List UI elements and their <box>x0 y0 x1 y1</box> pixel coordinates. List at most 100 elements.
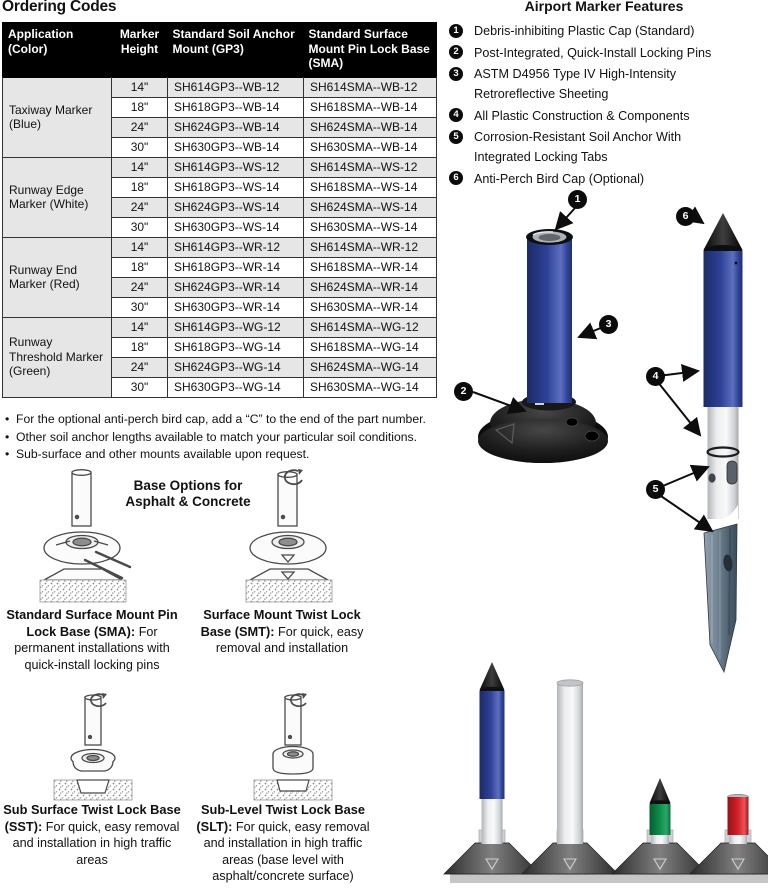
sma-code-cell: SH630SMA--WB-14 <box>303 136 437 158</box>
height-cell: 18" <box>111 336 168 358</box>
feature-number-badge: 4 <box>449 108 463 122</box>
smt-caption: Surface Mount Twist Lock Base (SMT): For… <box>190 607 374 657</box>
sma-code-cell: SH624SMA--WB-14 <box>303 116 437 138</box>
feature-text-line2: Retroreflective Sheeting <box>474 87 609 101</box>
gp3-code-cell: SH614GP3--WS-12 <box>167 156 304 178</box>
height-cell: 24" <box>111 196 168 218</box>
sma-code-cell: SH630SMA--WS-14 <box>303 216 437 238</box>
sma-code-cell: SH614SMA--WB-12 <box>303 76 437 98</box>
height-cell: 14" <box>111 316 168 338</box>
feature-text: Debris-inhibiting Plastic Cap (Standard) <box>474 24 695 38</box>
sma-code-cell: SH618SMA--WS-14 <box>303 176 437 198</box>
features-list: 1 Debris-inhibiting Plastic Cap (Standar… <box>449 21 764 190</box>
gp3-code-cell: SH614GP3--WB-12 <box>167 76 304 98</box>
height-cell: 14" <box>111 236 168 258</box>
table-row: Runway Threshold Marker (Green) 14" SH61… <box>2 316 437 398</box>
height-cell: 14" <box>111 156 168 178</box>
sma-code-cell: SH618SMA--WG-14 <box>303 336 437 358</box>
feature-text: Post-Integrated, Quick-Install Locking P… <box>474 45 712 60</box>
smt-caption-desc: For quick, easy removal and installation <box>215 624 364 656</box>
sma-code-cell: SH624SMA--WG-14 <box>303 356 437 378</box>
features-title: Airport Marker Features <box>524 0 684 14</box>
sma-caption-title: Standard Surface Mount Pin Lock Base (SM… <box>6 607 178 639</box>
callout-1-badge: 1 <box>569 191 586 208</box>
gp3-code-cell: SH624GP3--WS-14 <box>167 196 304 218</box>
slt-base-illustration <box>253 693 333 801</box>
feature-text-line2: Integrated Locking Tabs <box>474 150 608 164</box>
red-marker <box>689 793 768 875</box>
sma-code-cell: SH614SMA--WG-12 <box>303 316 437 338</box>
table-row: Runway End Marker (Red) 14" SH614GP3--WR… <box>2 236 437 318</box>
base-options-heading: Base Options for Asphalt & Concrete <box>104 478 272 509</box>
sma-code-cell: SH624SMA--WR-14 <box>303 276 437 298</box>
callout-5-badge: 5 <box>647 481 664 498</box>
marker-family-figure <box>443 662 768 883</box>
gp3-code-cell: SH614GP3--WR-12 <box>167 236 304 258</box>
col-header-sma: Standard Surface Mount Pin Lock Base (SM… <box>303 22 437 77</box>
feature-text: All Plastic Construction & Components <box>474 108 690 123</box>
col-header-application: Application (Color) <box>2 22 112 77</box>
white-marker <box>521 679 619 875</box>
col-header-gp3: Standard Soil Anchor Mount (GP3) <box>167 22 304 77</box>
feature-item: 4 All Plastic Construction & Components <box>449 106 764 126</box>
footnote: For the optional anti-perch bird cap, ad… <box>3 411 448 429</box>
table-row: Taxiway Marker (Blue) 14" SH614GP3--WB-1… <box>2 76 437 158</box>
base-options-heading-line1: Base Options for <box>133 478 243 493</box>
gp3-code-cell: SH630GP3--WG-14 <box>167 376 304 398</box>
table-header-row: Application (Color) Marker Height Standa… <box>2 22 437 77</box>
height-cell: 24" <box>111 356 168 378</box>
gp3-code-cell: SH618GP3--WR-14 <box>167 256 304 278</box>
gp3-code-cell: SH618GP3--WG-14 <box>167 336 304 358</box>
sma-caption: Standard Surface Mount Pin Lock Base (SM… <box>0 607 184 673</box>
height-cell: 18" <box>111 96 168 118</box>
feature-number-badge: 2 <box>449 45 463 59</box>
feature-text: Corrosion-Resistant Soil Anchor With <box>474 130 682 144</box>
footnotes: For the optional anti-perch bird cap, ad… <box>3 411 448 464</box>
height-cell: 24" <box>111 116 168 138</box>
gp3-code-cell: SH624GP3--WB-14 <box>167 116 304 138</box>
footnote: Sub-surface and other mounts available u… <box>3 446 448 464</box>
footnote: Other soil anchor lengths available to m… <box>3 429 448 447</box>
sma-caption-desc: For permanent installations with quick-i… <box>14 624 170 672</box>
sma-code-cell: SH614SMA--WR-12 <box>303 236 437 258</box>
callout-arrows <box>472 206 714 533</box>
height-cell: 18" <box>111 176 168 198</box>
sma-code-cell: SH618SMA--WR-14 <box>303 256 437 278</box>
slt-caption-title: Sub-Level Twist Lock Base (SLT): <box>196 802 366 834</box>
sma-code-cell: SH614SMA--WS-12 <box>303 156 437 178</box>
feature-number-badge: 1 <box>449 23 463 38</box>
gp3-code-cell: SH624GP3--WG-14 <box>167 356 304 378</box>
feature-text: ASTM D4956 Type IV High-Intensity <box>474 67 677 81</box>
gp3-code-cell: SH630GP3--WB-14 <box>167 136 304 158</box>
feature-text: Anti-Perch Bird Cap (Optional) <box>474 171 645 186</box>
height-cell: 30" <box>111 136 168 158</box>
sma-base-illustration <box>39 469 132 603</box>
sma-code-cell: SH630SMA--WG-14 <box>303 376 437 398</box>
col-header-marker-height: Marker Height <box>111 22 168 77</box>
gp3-code-cell: SH630GP3--WR-14 <box>167 296 304 318</box>
height-cell: 14" <box>111 76 168 98</box>
smt-base-illustration <box>245 469 333 603</box>
slt-caption: Sub-Level Twist Lock Base (SLT): For qui… <box>188 802 378 885</box>
feature-item: 1 Debris-inhibiting Plastic Cap (Standar… <box>449 21 764 41</box>
sma-code-cell: SH618SMA--WB-14 <box>303 96 437 118</box>
green-marker <box>611 778 709 875</box>
callout-3-badge: 3 <box>600 316 617 333</box>
feature-item: 6 Anti-Perch Bird Cap (Optional) <box>449 169 764 189</box>
sma-code-cell: SH630SMA--WR-14 <box>303 296 437 318</box>
gp3-code-cell: SH618GP3--WS-14 <box>167 176 304 198</box>
gp3-code-cell: SH614GP3--WG-12 <box>167 316 304 338</box>
marker-on-dome-base-figure <box>478 229 608 463</box>
